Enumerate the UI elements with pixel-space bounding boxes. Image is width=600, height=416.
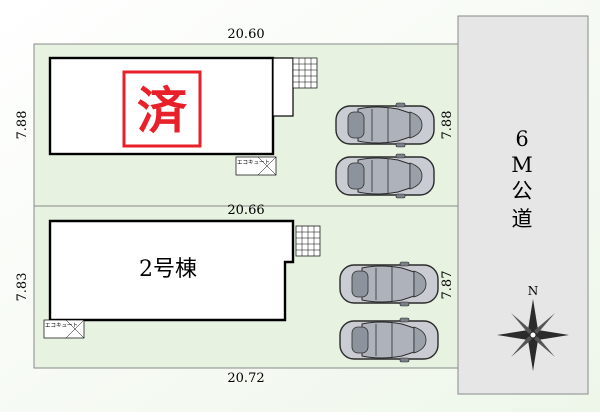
water-heater-unit-lot2: エコキュート: [43, 319, 85, 339]
parking-car-3: [339, 261, 439, 307]
svg-text:エコキュート: エコキュート: [237, 159, 270, 166]
parking-car-1: [335, 102, 435, 148]
svg-text:道: 道: [512, 207, 533, 231]
dimension-lot2-left-depth: 7.83: [15, 273, 30, 302]
dimension-top-width: 20.60: [227, 27, 264, 42]
dimension-lot2-right-depth: 7.87: [440, 271, 455, 300]
entrance-stairs-lot2: [295, 225, 321, 257]
svg-text:公: 公: [512, 179, 533, 203]
dimension-lot1-left-depth: 7.88: [15, 111, 30, 140]
water-heater-unit-lot1: エコキュート: [235, 156, 277, 176]
svg-text:済: 済: [137, 81, 188, 140]
entrance-stairs-lot1: [292, 57, 318, 89]
dimension-middle-width: 20.66: [227, 203, 264, 218]
building-label-lot2: 2号棟: [139, 257, 197, 282]
svg-text:M: M: [511, 153, 533, 177]
north-label: N: [528, 284, 539, 298]
dimension-lot1-right-depth: 7.88: [440, 111, 455, 140]
svg-text:6: 6: [515, 127, 528, 151]
sold-stamp: 済: [122, 70, 202, 148]
dimension-bottom-width: 20.72: [227, 371, 264, 386]
svg-text:エコキュート: エコキュート: [45, 322, 78, 329]
parking-car-2: [335, 153, 435, 199]
porch-lot1: [272, 57, 294, 117]
parking-car-4: [339, 317, 439, 363]
road-label: 6 M 公 道: [511, 127, 533, 231]
compass-rose: N: [497, 284, 569, 371]
